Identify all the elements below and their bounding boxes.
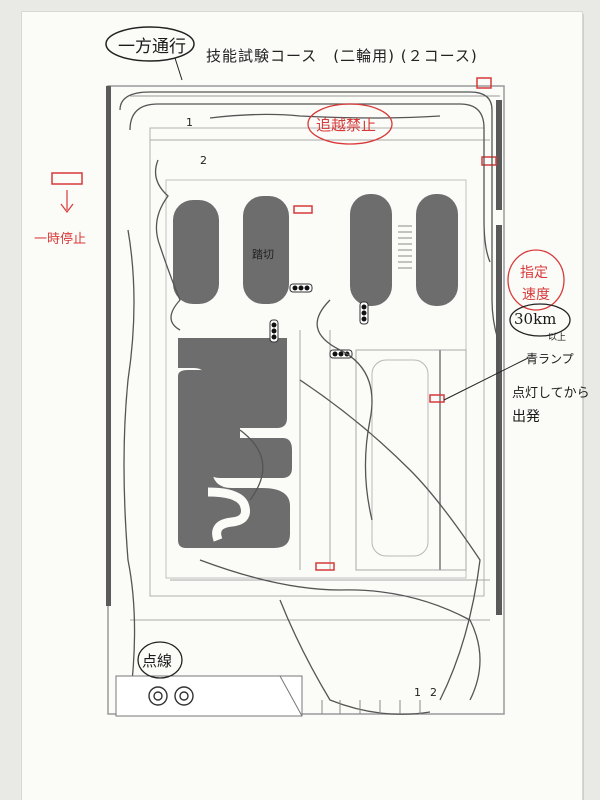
overtake-note: 追越禁止 (316, 116, 377, 134)
bottom-stripes (321, 700, 421, 714)
one-way-pointer (174, 57, 183, 81)
stop-note: 一時停止 (34, 232, 87, 247)
dotted-line-bubble (137, 641, 183, 679)
dotted-line-note: 点線 (142, 652, 173, 670)
lane-2-top-label: 2 (200, 154, 207, 167)
island-top-1 (173, 200, 219, 304)
start-slope (279, 675, 303, 717)
course-inner-frame (149, 127, 485, 597)
green-light-note: 青ランプ (526, 352, 574, 366)
signal-light-3 (359, 301, 369, 325)
page-title: 技能試験コース (二輪用) (２コース) (206, 47, 478, 65)
island-top-4 (416, 194, 458, 306)
speed-note-2: 速度 (522, 287, 550, 303)
island-s-curve (178, 370, 290, 548)
start-area (115, 675, 303, 717)
green-light-pointer (443, 357, 529, 401)
speed-bubble (507, 249, 565, 311)
signal-light-1 (289, 283, 313, 293)
paper-sheet (22, 12, 582, 800)
signal-light-4 (329, 349, 353, 359)
speed-limit-sub: 以上 (548, 333, 567, 343)
one-way-bubble (105, 26, 195, 62)
inner-lane-box (355, 349, 467, 571)
s-curve-road (207, 487, 250, 542)
lane-1-top-label: 1 (186, 116, 193, 129)
pencil-route (119, 91, 499, 715)
railroad-crossing-label: 踏切 (252, 248, 274, 261)
right-wall-top (496, 100, 502, 210)
stop-arrow (60, 190, 74, 213)
island-top-2 (243, 196, 289, 304)
right-wall-bottom (496, 225, 502, 615)
crosswalk (398, 225, 412, 269)
one-way-note: 一方通行 (118, 37, 186, 57)
speed-limit-bubble (509, 303, 571, 337)
red-markers (51, 77, 497, 571)
signal-light-2 (269, 319, 279, 343)
start-circles (148, 686, 194, 706)
left-wall (106, 86, 111, 606)
lane-2-bottom-label: 2 (430, 686, 437, 699)
inner-lane-box-2 (371, 359, 429, 557)
lane-1-bottom-label: 1 (414, 686, 421, 699)
lit-start-note-1: 点灯してから (512, 386, 590, 401)
lit-start-note-2: 出発 (512, 409, 540, 425)
speed-note-1: 指定 (520, 265, 548, 281)
overtake-bubble (307, 103, 393, 145)
island-top-3 (350, 194, 392, 306)
speed-limit-note: 30km (514, 310, 557, 328)
